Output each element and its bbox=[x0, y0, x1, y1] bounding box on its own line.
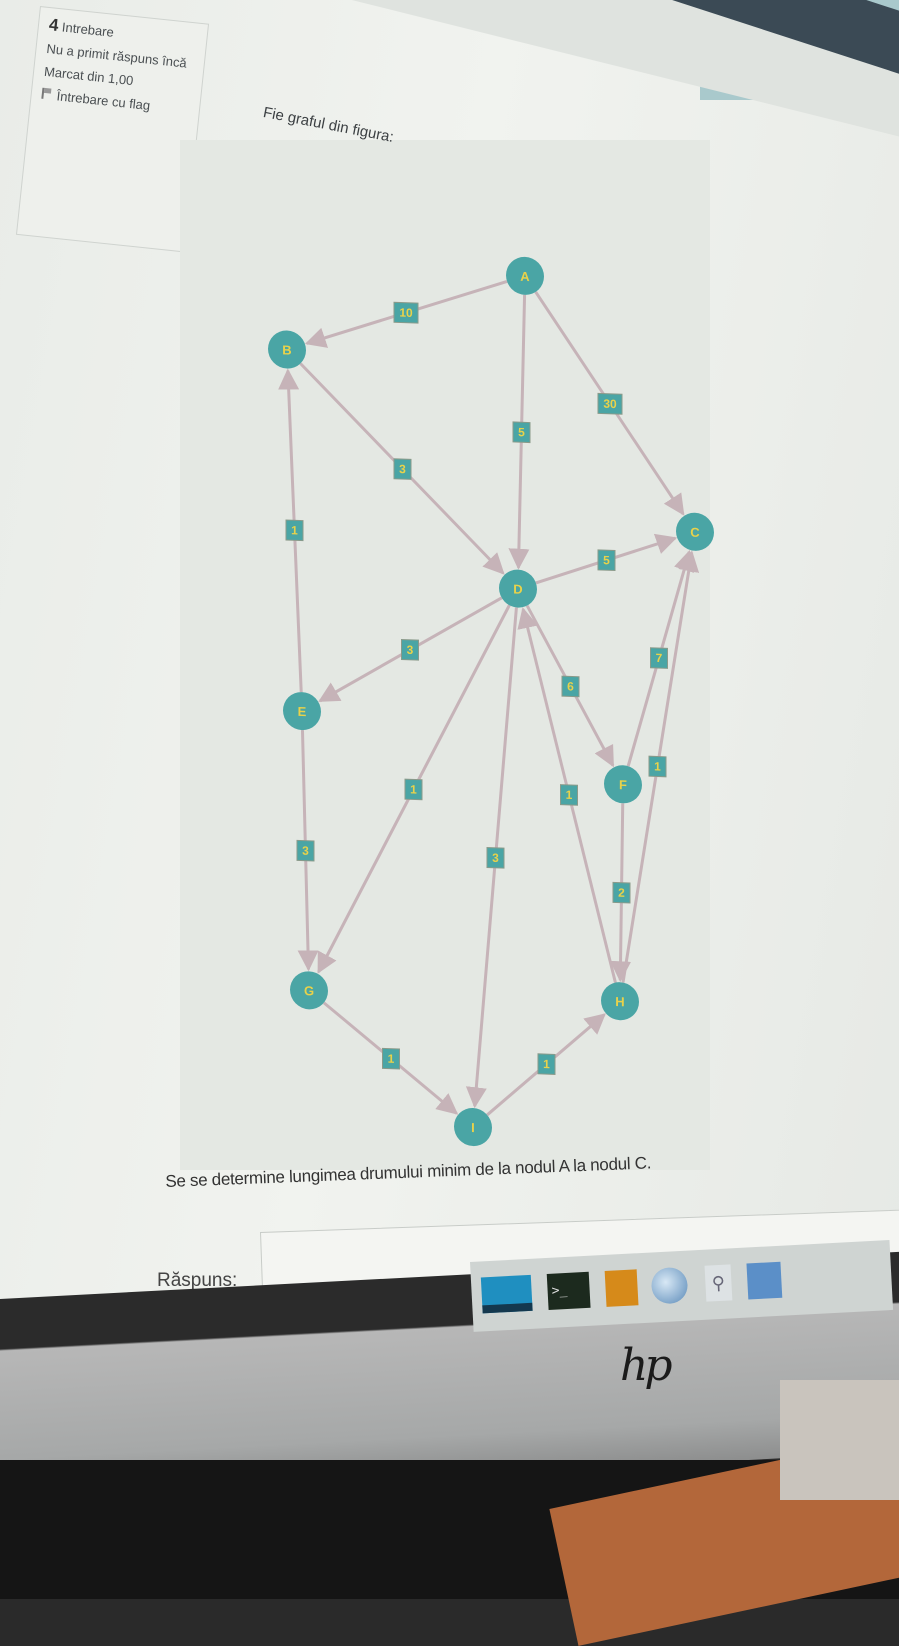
graph-node-D bbox=[499, 569, 537, 608]
edge-weight-box-D-G bbox=[404, 778, 423, 801]
edge-weight-D-G: 1 bbox=[410, 782, 417, 796]
edge-weight-box-A-D bbox=[512, 421, 531, 444]
room-background bbox=[780, 1380, 899, 1500]
browser-globe-icon[interactable] bbox=[650, 1266, 689, 1305]
edge-weight-E-B: 1 bbox=[291, 523, 298, 537]
graph-figure: 10 5 30 3 1 5 3 6 1 3 1 7 1 2 3 1 1 A B C D E F G H I bbox=[268, 256, 714, 1147]
edge-weight-E-G: 3 bbox=[302, 844, 309, 858]
graph-node-label-H: H bbox=[615, 994, 624, 1009]
graph-node-label-C: C bbox=[690, 525, 700, 540]
graph-node-label-E: E bbox=[298, 704, 307, 719]
edge-weight-H-D: 1 bbox=[566, 788, 573, 802]
folder-icon[interactable] bbox=[746, 1261, 783, 1300]
search-icon[interactable]: ⚲ bbox=[704, 1264, 733, 1302]
edge-weight-box-D-F bbox=[561, 675, 580, 698]
answer-label: Răspuns: bbox=[157, 1270, 238, 1291]
edge-weight-D-C: 5 bbox=[603, 553, 610, 567]
edge-weight-F-C: 7 bbox=[656, 651, 663, 665]
graph-node-E bbox=[283, 692, 321, 731]
edge-weight-D-E: 3 bbox=[407, 643, 414, 657]
graph-node-G bbox=[290, 971, 328, 1010]
graph-node-label-B: B bbox=[282, 342, 291, 357]
graph-node-label-A: A bbox=[520, 269, 530, 284]
hp-logo: hp bbox=[620, 1340, 672, 1391]
graph-node-label-I: I bbox=[471, 1120, 475, 1135]
graph-node-I bbox=[454, 1108, 492, 1147]
edge-weight-box-D-C bbox=[597, 549, 616, 572]
graph-node-label-D: D bbox=[513, 581, 522, 596]
edge-weight-box-D-I bbox=[486, 847, 505, 869]
graph-node-C bbox=[676, 512, 714, 551]
edge-weight-box-H-C bbox=[648, 755, 667, 778]
edge-weight-F-H: 2 bbox=[618, 886, 625, 900]
edge-weight-I-H: 1 bbox=[543, 1057, 550, 1071]
graph-node-H bbox=[601, 982, 639, 1021]
edge-weight-box-E-B bbox=[285, 519, 304, 542]
edge-weight-box-D-E bbox=[401, 639, 419, 661]
edge-weight-H-C: 1 bbox=[654, 759, 661, 773]
graph-node-B bbox=[268, 330, 306, 369]
edge-weight-box-G-I bbox=[382, 1047, 400, 1070]
monitor-screen: 4 Intrebare Nu a primit răspuns încă Mar… bbox=[0, 0, 899, 1340]
edge-weight-box-H-D bbox=[560, 784, 578, 806]
terminal-icon[interactable]: >_ bbox=[546, 1271, 591, 1310]
edge-weight-box-F-H bbox=[612, 881, 631, 904]
edge-weight-box-A-C bbox=[597, 392, 623, 415]
edge-weight-D-F: 6 bbox=[567, 679, 574, 693]
edge-weight-box-B-D bbox=[393, 458, 412, 480]
edge-weight-A-D: 5 bbox=[518, 425, 525, 439]
terminal-glyph: >_ bbox=[551, 1282, 568, 1299]
edge-weight-B-D: 3 bbox=[399, 462, 406, 476]
graph-node-F bbox=[604, 765, 642, 804]
graph-node-label-F: F bbox=[619, 777, 627, 792]
edge-weight-D-I: 3 bbox=[492, 851, 499, 865]
edge-weight-G-I: 1 bbox=[388, 1052, 395, 1066]
app-orange-icon[interactable] bbox=[604, 1269, 639, 1307]
edge-weight-box-F-C bbox=[650, 647, 668, 669]
edge-weight-box-A-B bbox=[393, 301, 419, 324]
edge-weight-A-C: 30 bbox=[603, 397, 617, 411]
graph-node-A bbox=[506, 256, 544, 295]
graph-node-label-G: G bbox=[304, 983, 314, 998]
edge-weight-box-E-G bbox=[296, 839, 315, 862]
edge-weight-A-B: 10 bbox=[399, 305, 413, 319]
edge-weight-box-I-H bbox=[537, 1053, 556, 1075]
app-window-icon[interactable] bbox=[480, 1274, 533, 1314]
